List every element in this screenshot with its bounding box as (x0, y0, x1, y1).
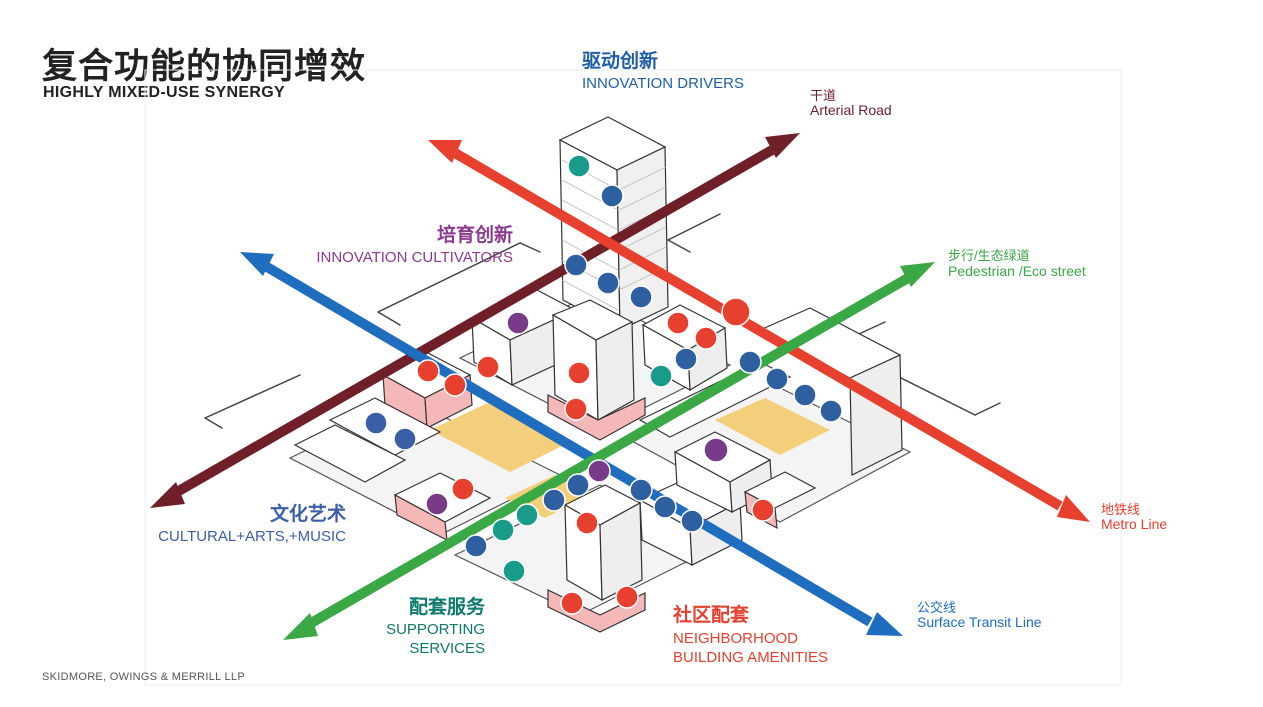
cultivator-icon (506, 311, 530, 335)
pedestrian-en: Pedestrian /Eco street (948, 263, 1086, 279)
supporting-en1: SUPPORTING (386, 621, 485, 638)
innovation-cultivators-cn: 培育创新 (436, 225, 513, 246)
cart-icon (443, 373, 467, 397)
cart-icon (615, 585, 639, 609)
podium-icon (587, 459, 611, 483)
brain-icon (464, 534, 488, 558)
supporting-en2: SERVICES (409, 640, 485, 657)
arterial-road-en: Arterial Road (810, 102, 892, 118)
icon-dots (364, 154, 843, 615)
museum-icon (703, 437, 729, 463)
cart-icon (451, 477, 475, 501)
pedestrian-cn: 步行/生态绿道 (948, 248, 1030, 263)
arterial-road-cn: 干道 (810, 88, 837, 103)
arterial-road-line (167, 145, 775, 501)
cart-icon (564, 397, 588, 421)
brain-icon (596, 271, 620, 295)
neighborhood-en1: NEIGHBORHOOD (673, 630, 799, 647)
surface-transit-line (259, 259, 873, 627)
innovation-cultivators-en: INNOVATION CULTIVATORS (316, 249, 513, 266)
money-icon (567, 154, 591, 178)
transit-en: Surface Transit Line (917, 614, 1042, 630)
transit-cn: 公交线 (917, 600, 957, 615)
tree-icon (515, 503, 539, 527)
innovation-drivers-en: INNOVATION DRIVERS (582, 75, 744, 92)
cart-icon (666, 311, 690, 335)
courtyard-right (715, 398, 830, 455)
page-title: 复合功能的协同增效 (42, 47, 367, 86)
innovation-drivers-cn: 驱动创新 (582, 51, 659, 72)
footer-credit: SKIDMORE, OWINGS & MERRILL LLP (42, 671, 245, 683)
theater-icon (364, 411, 388, 435)
brain-icon (674, 347, 698, 371)
cultural-en: CULTURAL+ARTS,+MUSIC (158, 528, 346, 545)
money-icon (502, 559, 526, 583)
car-icon (425, 492, 449, 516)
pedestrian-line (303, 273, 911, 631)
supporting-cn: 配套服务 (408, 597, 485, 618)
neighborhood-en2: BUILDING AMENITIES (673, 649, 829, 666)
cart-icon (575, 511, 599, 535)
cart-icon (567, 361, 591, 385)
tools-icon (491, 518, 515, 542)
money-icon (649, 364, 673, 388)
robot-icon (819, 399, 843, 423)
brain-icon (738, 350, 762, 374)
brain-icon (542, 488, 566, 512)
cart-icon (751, 498, 775, 522)
brain-icon (600, 184, 624, 208)
robot-icon (680, 509, 704, 533)
cart-icon (476, 355, 500, 379)
metro-cn: 地铁线 (1101, 502, 1141, 517)
corridor-arrows (150, 133, 1090, 640)
metro-line (452, 148, 1063, 511)
cart-icon (560, 591, 584, 615)
cultural-cn: 文化艺术 (269, 504, 346, 525)
neighborhood-cn: 社区配套 (673, 605, 750, 626)
monitor-icon (629, 285, 653, 309)
museum-icon (393, 427, 417, 451)
metro-en: Metro Line (1101, 516, 1168, 532)
courtyard-left (430, 402, 570, 472)
brain-icon (566, 473, 590, 497)
brain-icon (765, 367, 789, 391)
network-icon (653, 495, 677, 519)
train-icon (721, 297, 751, 327)
monitor-icon (629, 478, 653, 502)
cart-icon (694, 326, 718, 350)
robot-icon (564, 253, 588, 277)
network-icon (793, 383, 817, 407)
cart-icon (416, 359, 440, 383)
page-subtitle: HIGHLY MIXED-USE SYNERGY (43, 84, 285, 101)
